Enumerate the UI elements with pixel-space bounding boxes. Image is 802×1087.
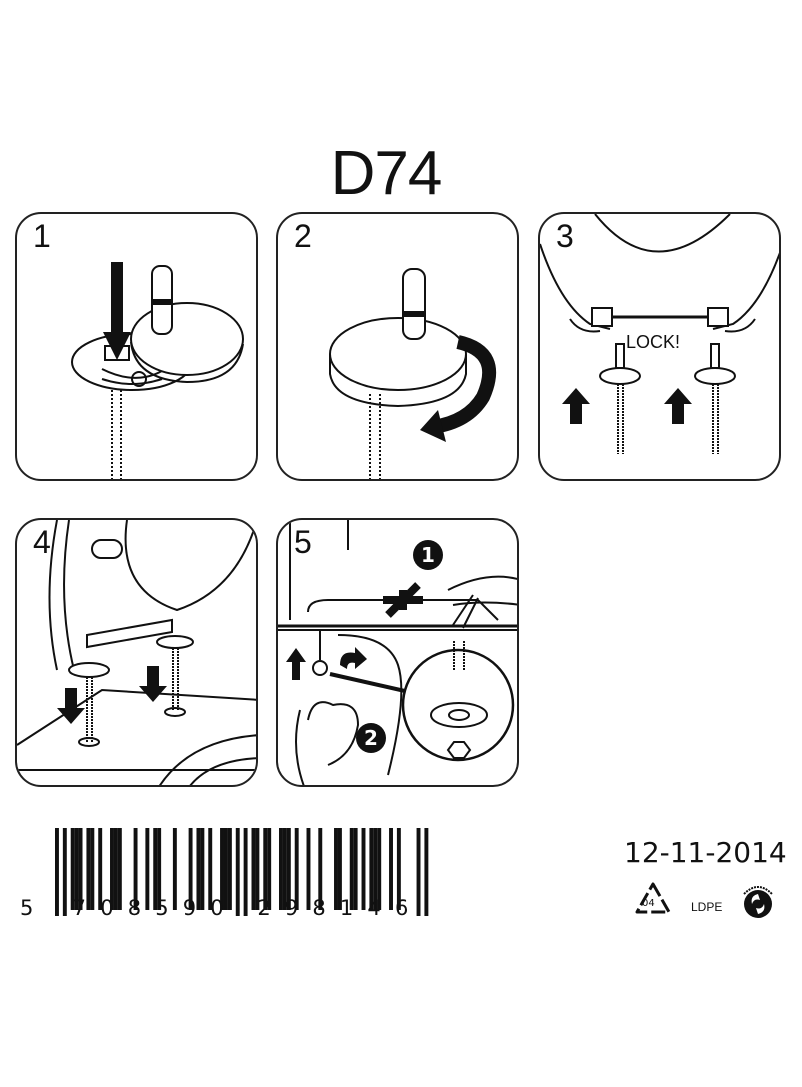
barcode-bar	[318, 828, 323, 910]
barcode-bar	[74, 828, 79, 910]
barcode-bar	[267, 828, 272, 910]
barcode-bar	[349, 828, 354, 910]
barcode-bar	[251, 828, 256, 910]
barcode-bar	[98, 828, 103, 910]
badge-1: 1	[413, 540, 443, 570]
lock-label: LOCK!	[626, 332, 681, 352]
step-3-panel: 3 LOCK!	[538, 212, 781, 481]
step-4-illustration	[17, 520, 256, 785]
step-3-illustration	[540, 214, 779, 454]
green-dot-icon	[743, 886, 773, 918]
barcode-bar	[223, 828, 228, 910]
barcode-digit: 7	[72, 896, 87, 920]
barcode-bar	[153, 828, 158, 910]
step-number: 1	[33, 218, 51, 254]
barcode-bar	[279, 828, 283, 910]
step-4-panel: 4	[15, 518, 258, 787]
barcode-bar	[172, 828, 177, 910]
barcode-bar	[337, 828, 342, 910]
barcode-digit: 6	[394, 896, 409, 920]
barcode-bar	[117, 828, 122, 910]
step-1-panel: 1	[15, 212, 258, 481]
barcode-bar	[353, 828, 358, 910]
date: 12-11-2014	[624, 836, 787, 869]
barcode-bar	[243, 828, 248, 916]
barcode-bar	[306, 828, 311, 910]
barcode-bar	[113, 828, 118, 910]
barcode-bar	[389, 828, 393, 910]
barcode-bar	[334, 828, 338, 910]
barcode-bar	[208, 828, 213, 910]
barcode-bar	[200, 828, 205, 910]
barcode-bar	[369, 828, 374, 910]
recycle-triangle-icon	[635, 882, 671, 914]
barcode-bar	[294, 828, 299, 910]
barcode-bar	[416, 828, 421, 916]
barcode-bar	[188, 828, 193, 910]
barcode	[55, 828, 429, 916]
barcode-bar	[110, 828, 114, 910]
step-2-illustration	[329, 268, 497, 479]
barcode-bar	[78, 828, 83, 910]
barcode-bar	[157, 828, 162, 910]
barcode-bar	[255, 828, 260, 910]
barcode-bar	[286, 828, 291, 910]
barcode-bar	[282, 828, 287, 910]
barcode-bar	[263, 828, 268, 910]
step-number: 2	[294, 218, 312, 254]
barcode-bar	[361, 828, 366, 910]
barcode-bar	[86, 828, 91, 910]
step-5-illustration	[278, 520, 517, 785]
document-title: D74	[330, 139, 443, 208]
barcode-bar	[424, 828, 429, 916]
barcode-first-digit: 5	[20, 896, 34, 920]
barcode-bar	[55, 828, 59, 916]
barcode-bar	[377, 828, 382, 910]
recycling-code: 04	[642, 898, 655, 909]
barcode-digit: 8	[127, 896, 142, 920]
barcode-digit: 2	[257, 896, 271, 920]
barcode-digit: 8	[312, 896, 326, 920]
barcode-bar	[396, 828, 401, 910]
barcode-digit: 9	[284, 896, 299, 920]
barcode-bar	[70, 828, 75, 910]
barcode-bar	[220, 828, 224, 910]
barcode-digit: 9	[182, 896, 197, 920]
recycling-material: LDPE	[691, 900, 723, 914]
step-number: 3	[556, 218, 574, 254]
barcode-digit: 0	[210, 896, 224, 920]
step-number: 5	[294, 524, 312, 560]
barcode-bar	[145, 828, 150, 910]
barcode-bar	[62, 828, 67, 916]
barcode-digit: 1	[339, 896, 354, 920]
badge-2: 2	[356, 723, 386, 753]
barcode-digit: 5	[155, 896, 169, 920]
barcode-digit: 0	[100, 896, 114, 920]
barcode-bar	[196, 828, 201, 910]
barcode-bar	[90, 828, 95, 910]
step-number: 4	[33, 524, 51, 560]
barcode-bar	[235, 828, 240, 916]
barcode-bar	[373, 828, 378, 910]
barcode-bar	[227, 828, 232, 910]
barcode-digit: 4	[367, 896, 381, 920]
step-2-panel: 2	[276, 212, 519, 481]
step-1-illustration	[71, 262, 244, 479]
barcode-bar	[133, 828, 138, 910]
step-5-panel: 5 1 2	[276, 518, 519, 787]
